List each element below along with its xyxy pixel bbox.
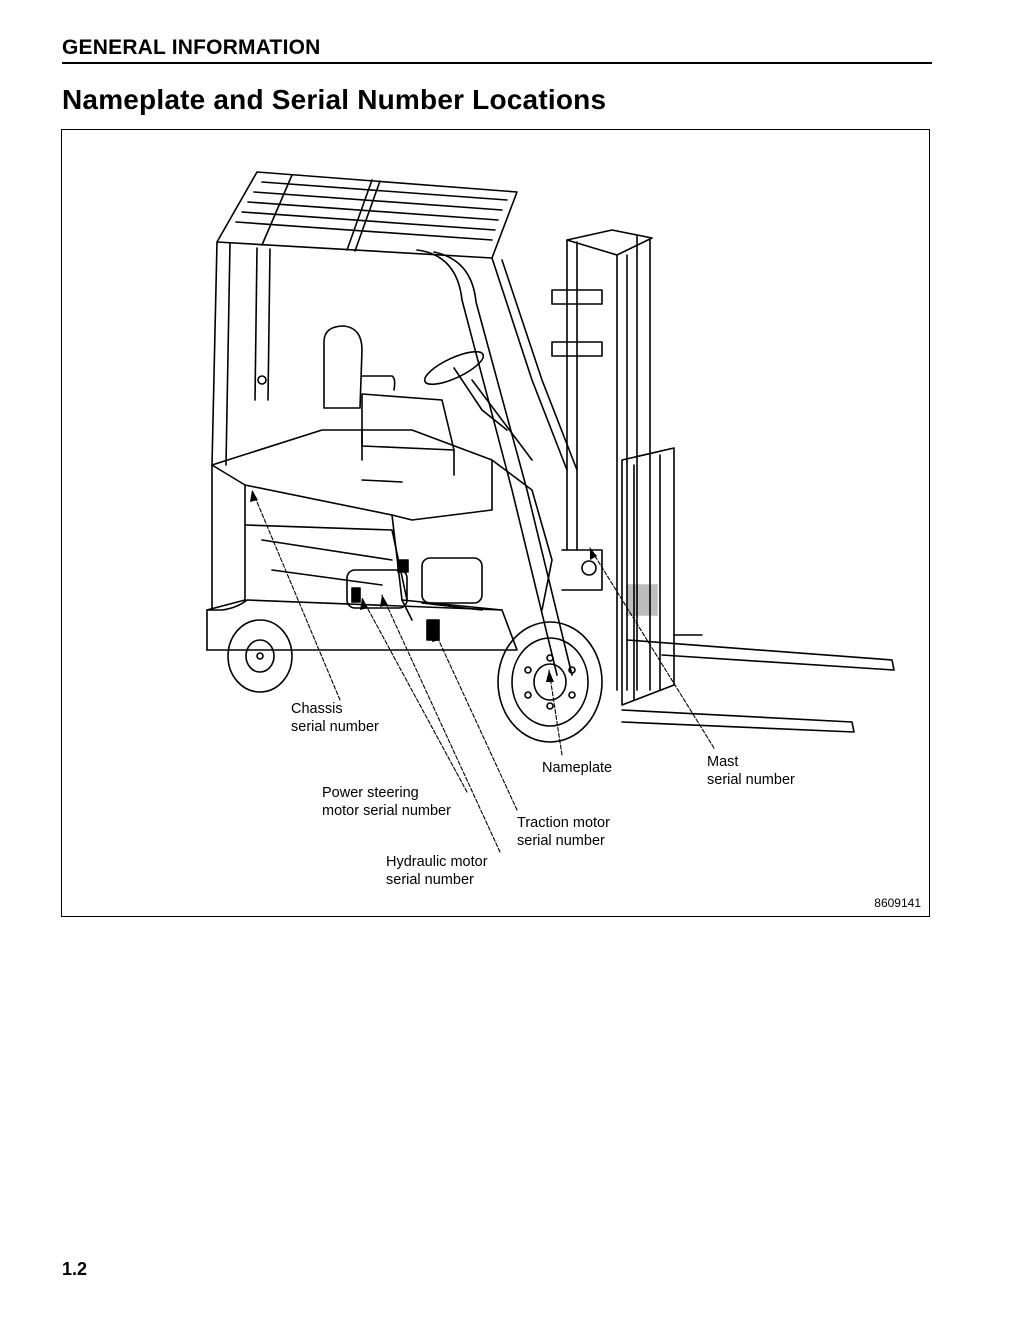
traction-motor-callout: Traction motor serial number [517, 815, 610, 849]
page-title: Nameplate and Serial Number Locations [62, 84, 607, 115]
truck-body [206, 429, 553, 651]
overhead-guard [211, 171, 578, 676]
section-header: GENERAL INFORMATION [62, 36, 932, 64]
hydraulic-motor-callout: Hydraulic motor serial number [386, 854, 488, 888]
wheels [227, 619, 603, 743]
mast-callout: Mast serial number [707, 754, 795, 788]
forklift-illustration [206, 171, 895, 853]
chassis-callout: Chassis serial number [291, 701, 379, 735]
leader-arrowheads [250, 490, 597, 682]
figure-frame: Chassis serial number Power steering mot… [61, 129, 930, 917]
forks [621, 634, 895, 733]
power-steering-callout: Power steering motor serial number [322, 785, 451, 819]
mast [551, 229, 675, 706]
page-number: 1.2 [62, 1259, 88, 1279]
motors [346, 557, 483, 641]
nameplate-callout: Nameplate [542, 760, 613, 776]
seat-and-steering [323, 325, 533, 476]
figure-id: 8609141 [874, 896, 921, 910]
leader-lines [251, 489, 715, 853]
